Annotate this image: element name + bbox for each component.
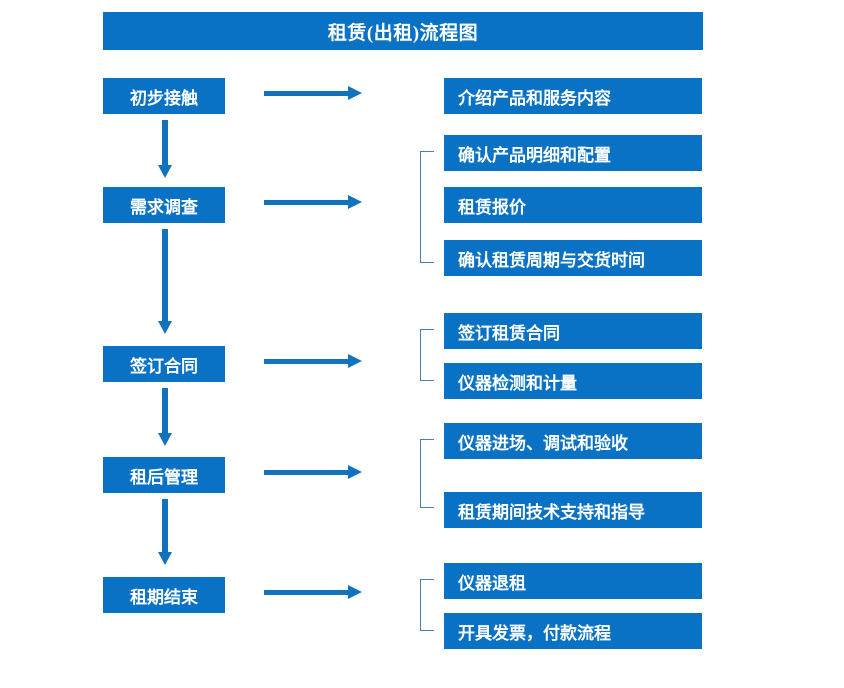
right-arrow-icon-1	[264, 86, 364, 100]
stage-box-1[interactable]: 初步接触	[103, 78, 225, 114]
arrow-shaft	[264, 359, 350, 364]
group-bracket-4	[420, 579, 434, 631]
arrow-shaft	[162, 499, 168, 552]
arrow-head	[348, 195, 362, 209]
stage-box-5[interactable]: 租期结束	[103, 577, 225, 613]
detail-box-3[interactable]: 租赁报价	[444, 187, 702, 223]
arrow-head	[158, 433, 172, 446]
page-title: 租赁(出租)流程图	[103, 12, 703, 50]
right-arrow-icon-3	[264, 354, 364, 368]
detail-box-6[interactable]: 仪器检测和计量	[444, 363, 702, 399]
down-arrow-icon-2	[158, 229, 172, 334]
stage-box-2[interactable]: 需求调查	[103, 187, 225, 223]
arrow-shaft	[162, 388, 168, 433]
down-arrow-icon-1	[158, 120, 172, 178]
right-arrow-icon-5	[264, 585, 364, 599]
arrow-head	[158, 552, 172, 565]
stage-box-4[interactable]: 租后管理	[103, 457, 225, 493]
arrow-shaft	[162, 229, 168, 321]
group-bracket-3	[420, 439, 434, 508]
detail-box-2[interactable]: 确认产品明细和配置	[444, 135, 702, 171]
group-bracket-2	[420, 329, 434, 381]
down-arrow-icon-3	[158, 388, 172, 446]
down-arrow-icon-4	[158, 499, 172, 565]
arrow-head	[348, 86, 362, 100]
detail-box-5[interactable]: 签订租赁合同	[444, 313, 702, 349]
arrow-shaft	[264, 91, 350, 96]
arrow-head	[158, 321, 172, 334]
detail-box-10[interactable]: 开具发票，付款流程	[444, 613, 702, 649]
right-arrow-icon-4	[264, 465, 364, 479]
arrow-shaft	[264, 470, 350, 475]
detail-box-4[interactable]: 确认租赁周期与交货时间	[444, 240, 702, 276]
detail-box-1[interactable]: 介绍产品和服务内容	[444, 78, 702, 114]
detail-box-8[interactable]: 租赁期间技术支持和指导	[444, 492, 702, 528]
right-arrow-icon-2	[264, 195, 364, 209]
detail-box-7[interactable]: 仪器进场、调试和验收	[444, 423, 702, 459]
arrow-head	[348, 354, 362, 368]
arrow-shaft	[264, 200, 350, 205]
group-bracket-1	[420, 151, 434, 263]
arrow-shaft	[162, 120, 168, 165]
arrow-head	[158, 165, 172, 178]
arrow-head	[348, 585, 362, 599]
arrow-head	[348, 465, 362, 479]
detail-box-9[interactable]: 仪器退租	[444, 563, 702, 599]
stage-box-3[interactable]: 签订合同	[103, 346, 225, 382]
arrow-shaft	[264, 590, 350, 595]
